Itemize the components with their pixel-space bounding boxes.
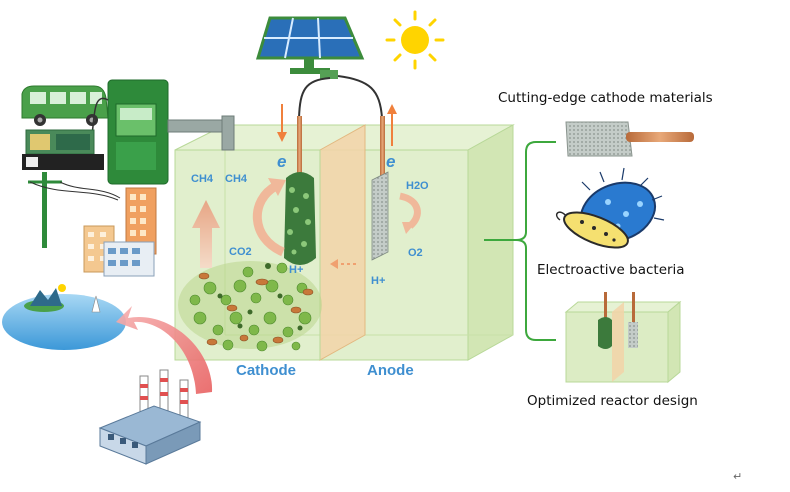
cathode-label: Cathode [236,362,296,379]
membrane [319,124,366,361]
electron-flow-arrows [277,104,397,146]
gas-arrows [192,178,421,269]
caption-cathode-materials: Cutting-edge cathode materials [498,90,713,106]
bacteria-icon [556,167,665,249]
paragraph-mark: ↵ [733,471,743,483]
cathode-electrode [284,116,316,265]
electron-label-cathode: e [277,152,287,171]
caption-reactor-design: Optimized reactor design [527,393,698,409]
h-plus-label-cathode: H+ [289,264,304,276]
waste-flow-arrow [116,306,213,394]
caption-bacteria: Electroactive bacteria [537,262,685,278]
anode-label: Anode [367,362,414,379]
power-pole-icon [28,172,121,248]
o2-label: O2 [408,247,423,259]
cathode-material-icon [565,121,694,157]
wire-to-anode [337,75,383,119]
charging-station-icon [89,79,169,185]
pipe-icon [167,115,235,151]
lake-icon [2,284,126,350]
sun-icon [385,10,445,70]
reactor-design-icon [564,292,682,384]
city-buildings-icon [83,187,157,277]
ch4-label: CH4 [225,173,248,185]
generator-icon [22,129,104,170]
bracket [484,141,556,341]
solar-panel-icon [255,16,365,79]
h2o-label: H2O [406,180,429,192]
anode-electrode [371,116,389,261]
co2-label: CO2 [229,246,252,258]
h-plus-label-anode: H+ [371,275,386,287]
ch4-label: CH4 [191,173,214,185]
factory-icon [98,369,202,465]
electron-label-anode: e [386,152,396,171]
van-icon [21,85,109,126]
wire-to-cathode [298,77,331,119]
microbial-sludge [178,261,322,352]
